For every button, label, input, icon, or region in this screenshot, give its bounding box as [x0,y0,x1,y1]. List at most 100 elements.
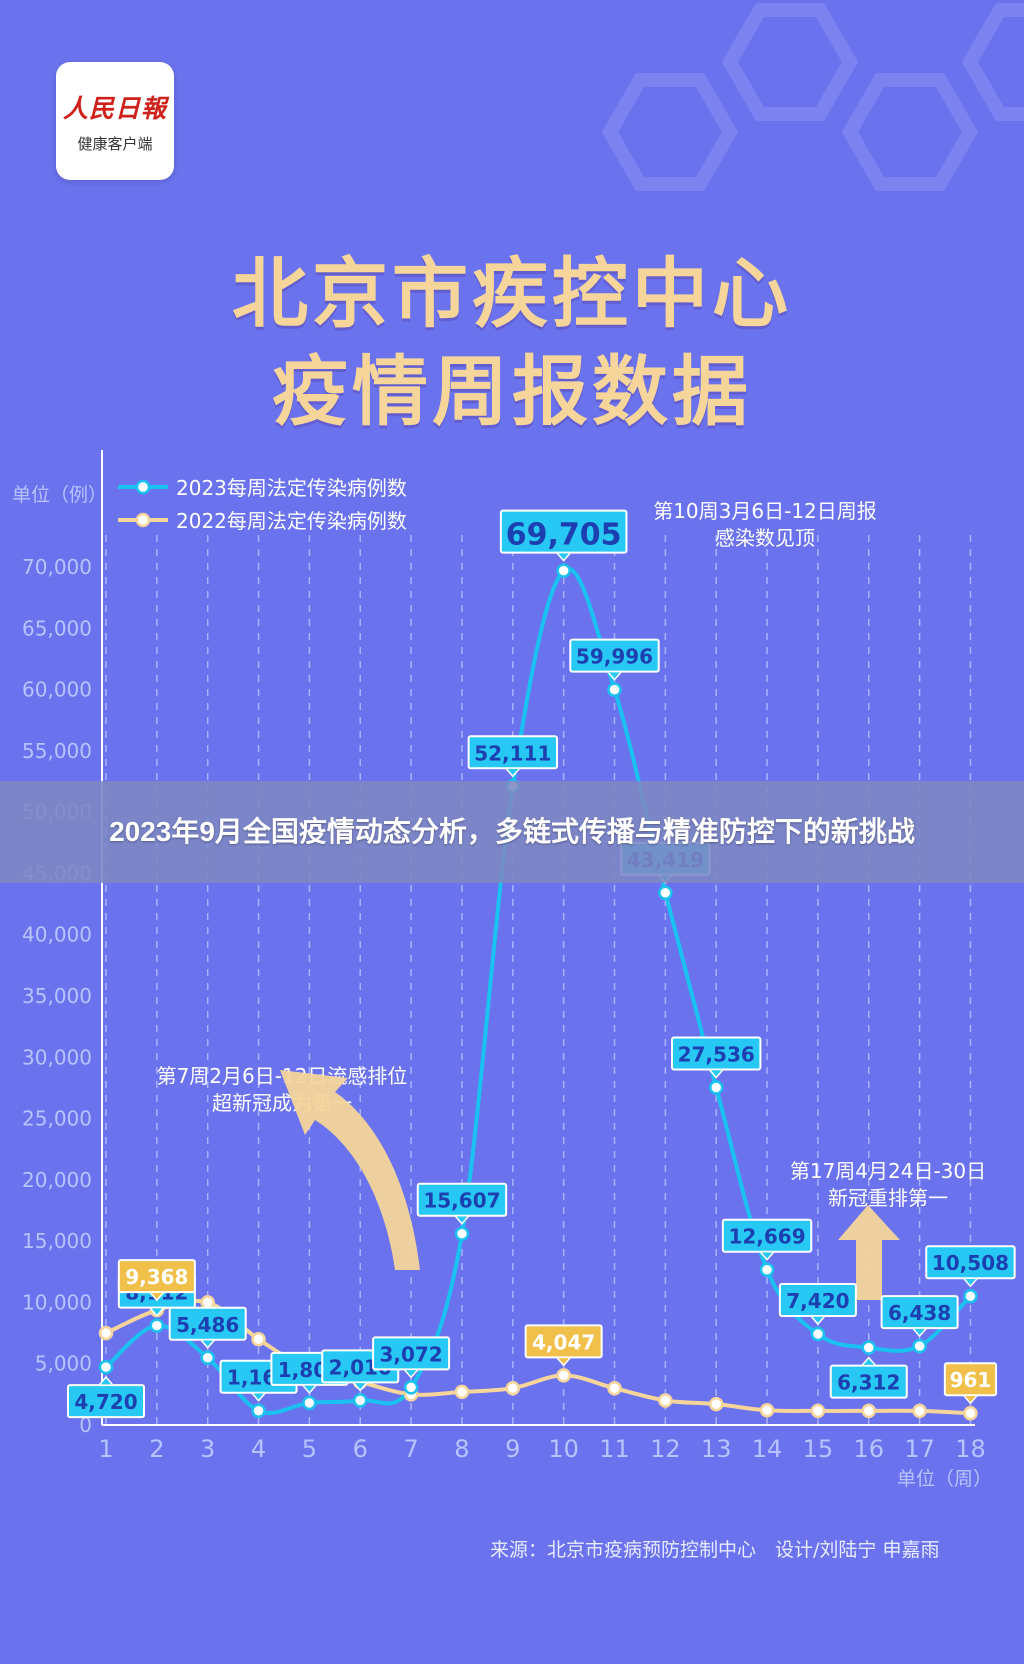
x-tick-label: 10 [548,1435,579,1463]
data-point-2022 [505,1380,521,1396]
data-label-2023-pointer [605,670,624,681]
data-label-2023-text: 59,996 [576,645,653,669]
data-label-2023-pointer [504,767,522,778]
data-label-2023-text: 5,486 [176,1313,239,1337]
page-title-line1: 北京市疾控中心 [232,249,792,338]
data-label-2023-text: 52,111 [474,741,551,765]
source-credit: 来源：北京市疫病预防控制中心 设计/刘陆宁 申嘉雨 [490,1539,940,1561]
data-label-2023: 4,720 [67,1376,145,1419]
article-headline-overlay: 2023年9月全国疫情动态分析，多链式传播与精准防控下的新挑战 [0,781,1024,883]
data-point-2023 [403,1380,419,1395]
data-label-2023-text: 4,720 [74,1390,137,1414]
data-label-2023-pointer [249,1391,268,1402]
data-label-2022-pointer [961,1394,980,1405]
annotation-covid-line2: 新冠重排第一 [828,1186,948,1210]
data-label-2022: 9,368 [117,1259,196,1302]
data-label-2022-text: 4,047 [532,1330,595,1354]
data-point-2023 [759,1262,775,1277]
data-label-2023-text: 6,312 [837,1371,900,1395]
data-label-2023-text: 12,669 [728,1225,805,1249]
data-point-2023 [912,1338,927,1354]
data-label-2022: 4,047 [524,1324,603,1367]
data-point-2022 [98,1325,114,1341]
data-label-2023-text: 6,438 [888,1301,951,1325]
data-label-2023: 3,072 [372,1336,451,1379]
legend-marker-2023 [135,479,151,495]
data-point-2022 [912,1403,927,1419]
annotation-peak: 第10周3月6日-12日周报 感染数见顶 [653,499,877,550]
data-label-2022-pointer [554,1356,573,1367]
data-label-2023-text: 7,420 [786,1289,849,1313]
data-label-2022-pointer [148,1291,166,1302]
data-point-2023 [556,563,571,578]
data-label-2023-text: 10,508 [932,1251,1009,1275]
legend-label-2022: 2022每周法定传染病例数 [176,509,407,533]
data-label-2023: 12,669 [721,1218,813,1261]
annotation-covid-first: 第17周4月24日-30日 新冠重排第一 [790,1159,986,1210]
x-unit-label: 单位（周） [897,1468,992,1490]
data-point-2022 [658,1393,673,1408]
data-label-2023-pointer [402,1368,420,1379]
data-label-2023-pointer [758,1250,776,1261]
data-label-2023-text: 69,705 [506,518,622,553]
data-point-2023 [353,1393,368,1408]
y-tick-label: 10,000 [22,1290,92,1314]
data-label-2023: 52,111 [467,735,559,778]
y-tick-label: 70,000 [22,555,92,579]
data-point-2022 [861,1403,876,1419]
annotation-peak-line2: 感染数见顶 [715,526,815,550]
data-point-2023 [454,1226,470,1241]
weekly-cases-chart: 05,00010,00015,00020,00025,00030,00035,0… [12,450,1016,1490]
data-point-2023 [963,1288,978,1304]
logo-subtitle: 健康客户端 [77,134,153,153]
hexagon-pattern [601,2,1024,191]
data-point-2023 [861,1340,876,1355]
y-tick-label: 40,000 [22,923,92,947]
curved-arrow-icon [280,1070,420,1270]
x-tick-label: 15 [803,1435,834,1463]
up-arrow-icon [838,1205,900,1300]
data-label-2023: 27,536 [671,1036,762,1079]
logo: 人民日報 健康客户端 [56,62,174,180]
data-label-2023-pointer [707,1068,725,1079]
x-tick-label: 17 [904,1435,935,1463]
data-point-2023 [200,1350,215,1366]
annotation-flu-line1: 第7周2月6日-12日流感排位 [157,1064,408,1088]
legend-marker-2022 [135,512,151,528]
y-unit-label: 单位（例） [12,484,107,506]
y-tick-label: 0 [79,1413,92,1437]
data-point-2022 [556,1368,571,1383]
x-tick-label: 18 [955,1435,986,1463]
y-tick-label: 20,000 [22,1168,92,1192]
x-tick-label: 6 [353,1435,368,1463]
x-tick-label: 12 [650,1435,681,1463]
data-label-2023: 5,486 [168,1306,247,1349]
y-tick-label: 30,000 [22,1045,92,1069]
x-tick-label: 8 [454,1435,469,1463]
y-tick-label: 35,000 [22,984,92,1008]
x-tick-label: 4 [251,1435,266,1463]
data-label-2023-pointer [860,1356,878,1367]
data-point-2023 [708,1080,724,1095]
annotation-peak-line1: 第10周3月6日-12日周报 [653,499,877,523]
data-point-2022 [251,1331,266,1347]
data-label-2023: 69,705 [499,509,628,562]
data-point-2023 [607,682,622,697]
data-point-2023 [302,1395,317,1411]
data-label-2023: 6,438 [880,1295,959,1338]
x-tick-label: 1 [98,1435,113,1463]
data-label-2023: 15,607 [416,1182,508,1225]
x-tick-label: 11 [599,1435,630,1463]
data-label-2023-pointer [961,1277,980,1288]
data-point-2022 [963,1405,978,1421]
y-tick-label: 60,000 [22,678,92,702]
data-label-2023: 59,996 [569,638,660,681]
data-point-2023 [98,1359,114,1375]
x-tick-label: 2 [149,1435,164,1463]
x-tick-label: 3 [200,1435,215,1463]
data-label-2022: 961 [943,1362,998,1405]
data-label-2022-text: 961 [950,1368,992,1392]
data-point-2022 [810,1403,826,1419]
data-point-2022 [454,1384,470,1400]
data-point-2022 [607,1380,622,1396]
